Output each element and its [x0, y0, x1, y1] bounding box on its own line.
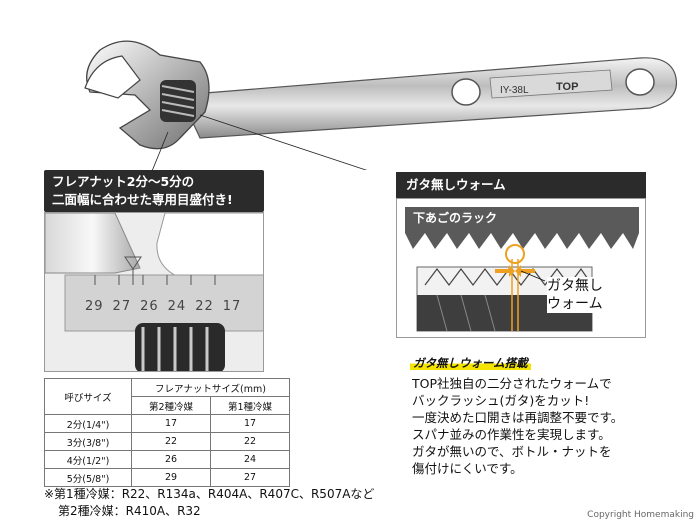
scale-mark: 27: [112, 299, 132, 314]
feature-line: 傷付けにくいです。: [412, 461, 523, 476]
table-header-size: 呼びサイズ: [44, 378, 132, 415]
note-line2: 第2種冷媒：R410A、R32: [58, 504, 201, 518]
table-row: 3分(3/8") 22 22: [44, 432, 291, 451]
scale-callout-line2: 二面幅に合わせた専用目盛付き!: [52, 192, 233, 207]
table-row: 4分(1/2") 26 24: [44, 450, 291, 469]
feature-line: TOP社独自の二分されたウォームで: [412, 376, 612, 391]
scale-mark: 17: [222, 299, 242, 314]
table-row: 5分(5/8") 29 27: [44, 468, 291, 487]
worm-gear: [160, 80, 196, 122]
engraving-model: IY-38L: [500, 85, 529, 96]
feature-heading-wrap: ガタ無しウォーム搭載: [410, 352, 531, 371]
wrench-illustration: IY-38L TOP: [84, 40, 678, 170]
scale-mark: 29: [85, 299, 104, 314]
worm-label-line2: ウォーム: [547, 296, 603, 312]
copyright: Copyright Homemaking: [587, 510, 694, 520]
feature-line: 一度決めた口開きは再調整不要です。: [412, 410, 624, 425]
scale-mark: 26: [140, 299, 159, 314]
table-cell-type1: 22: [209, 432, 291, 451]
table-row: 2分(1/4") 17 17: [44, 414, 291, 433]
scale-marks: 29 27 26 24 22 17: [85, 299, 255, 314]
scale-mark: 24: [167, 299, 187, 314]
feature-heading: ガタ無しウォーム搭載: [410, 356, 531, 370]
table-cell-type2: 17: [131, 414, 211, 433]
worm-callout-title: ガタ無しウォーム: [396, 172, 646, 198]
feature-line: ガタが無いので、ボトル・ナットを: [412, 444, 612, 459]
note-line1: ※第1種冷媒：R22、R134a、R404A、R407C、R507Aなど: [44, 487, 375, 501]
feature-line: バックラッシュ(ガタ)をカット!: [412, 393, 590, 408]
scale-mark: 22: [195, 299, 214, 314]
table-cell-size: 2分(1/4"): [44, 414, 132, 433]
table-cell-size: 4分(1/2"): [44, 450, 132, 469]
scale-closeup-panel: 29 27 26 24 22 17: [44, 212, 264, 372]
size-table: 呼びサイズ フレアナットサイズ(mm) 第2種冷媒 第1種冷媒 2分(1/4")…: [44, 378, 291, 487]
table-header-type2: 第2種冷媒: [131, 396, 211, 415]
scale-closeup-image: [45, 213, 263, 371]
scale-callout-line1: フレアナット2分～5分の: [52, 174, 195, 189]
refrigerant-notes: ※第1種冷媒：R22、R134a、R404A、R407C、R507Aなど 第2種…: [44, 486, 404, 520]
feature-line: スパナ並みの作業性を実現します。: [412, 427, 611, 442]
table-cell-type1: 27: [209, 468, 291, 487]
feature-description: TOP社独自の二分されたウォームで バックラッシュ(ガタ)をカット! 一度決めた…: [412, 375, 692, 477]
table-cell-type1: 24: [209, 450, 291, 469]
table-header-type1: 第1種冷媒: [209, 396, 291, 415]
table-cell-type2: 22: [131, 432, 211, 451]
table-cell-size: 5分(5/8"): [44, 468, 132, 487]
table-cell-size: 3分(3/8"): [44, 432, 132, 451]
table-cell-type2: 26: [131, 450, 211, 469]
table-cell-type2: 29: [131, 468, 211, 487]
table-cell-type1: 17: [209, 414, 291, 433]
worm-diagram-panel: 下あごのラック ガタ無し ウォーム: [396, 198, 646, 338]
worm-label-line1: ガタ無し: [547, 278, 603, 294]
rack-label: 下あごのラック: [413, 211, 498, 225]
table-header-group: フレアナットサイズ(mm): [131, 378, 290, 397]
engraving-brand: TOP: [556, 81, 578, 93]
scale-callout: フレアナット2分～5分の 二面幅に合わせた専用目盛付き!: [44, 170, 264, 212]
worm-label: ガタ無し ウォーム: [547, 277, 603, 313]
